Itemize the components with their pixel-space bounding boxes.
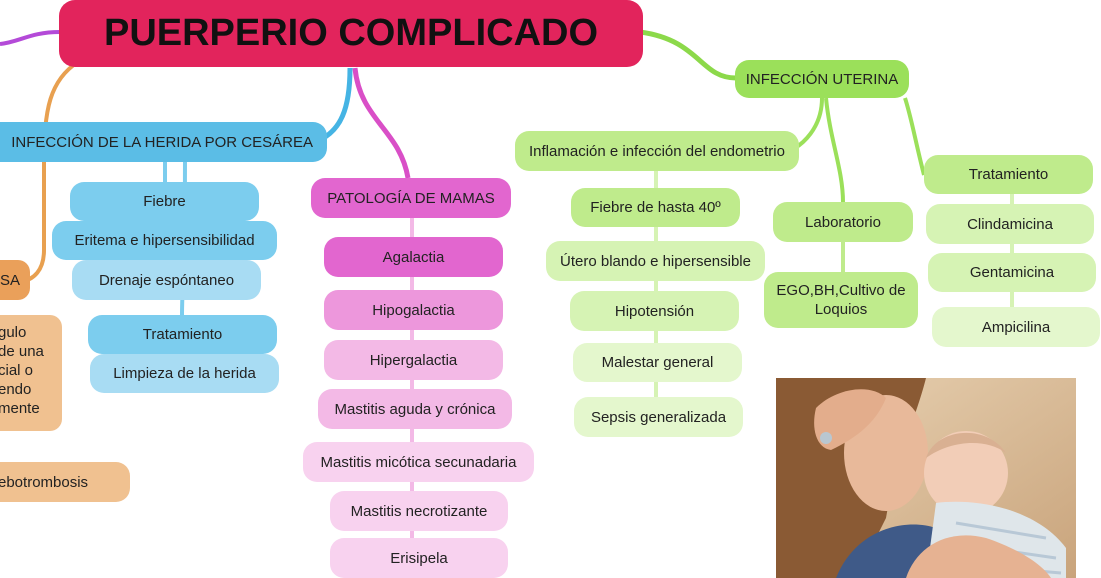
mamas-item[interactable]: Mastitis aguda y crónica (318, 389, 512, 429)
orange-note-line: endo (0, 381, 32, 398)
sintoma-item[interactable]: Útero blando e hipersensible (546, 241, 765, 281)
endometrio-node[interactable]: Inflamación e infección del endometrio (515, 131, 799, 171)
sintoma-item[interactable]: Fiebre de hasta 40º (571, 188, 740, 227)
sintoma-item[interactable]: Malestar general (573, 343, 742, 382)
mamas-item[interactable]: Mastitis necrotizante (330, 491, 508, 531)
mamas-item[interactable]: Agalactia (324, 237, 503, 277)
mamas-item[interactable]: Mastitis micótica secunadaria (303, 442, 534, 482)
laboratorio-node[interactable]: Laboratorio (773, 202, 913, 242)
orange-note-line: cial o (0, 362, 34, 379)
orange-note-node[interactable]: gulo de una cial o endo mente (0, 315, 62, 431)
mamas-item[interactable]: Erisipela (330, 538, 508, 578)
herida-item[interactable]: Fiebre (70, 182, 259, 221)
flebotrombosis-node[interactable]: ebotrombosis (0, 462, 130, 502)
herida-branch[interactable]: INFECCIÓN DE LA HERIDA POR CESÁREA (0, 122, 327, 162)
mamas-branch[interactable]: PATOLOGÍA DE MAMAS (311, 178, 511, 218)
laboratorio-item[interactable]: EGO,BH,Cultivo de Loquios (764, 272, 918, 328)
uterina-tratamiento-item[interactable]: Clindamicina (926, 204, 1094, 244)
sintoma-item[interactable]: Sepsis generalizada (574, 397, 743, 437)
herida-tratamiento[interactable]: Tratamiento (88, 315, 277, 354)
sintoma-item[interactable]: Hipotensión (570, 291, 739, 331)
page-title: PUERPERIO COMPLICADO (59, 0, 643, 67)
herida-item[interactable]: Eritema e hipersensibilidad (52, 221, 277, 260)
mamas-item[interactable]: Hipergalactia (324, 340, 503, 380)
herida-tratamiento-item[interactable]: Limpieza de la herida (90, 354, 279, 393)
uterina-tratamiento-item[interactable]: Gentamicina (928, 253, 1096, 292)
uterina-tratamiento[interactable]: Tratamiento (924, 155, 1093, 194)
orange-note-line: de una (0, 343, 44, 360)
sa-node[interactable]: SA (0, 260, 30, 300)
mother-with-baby-photo (776, 378, 1076, 578)
orange-note-line: mente (0, 400, 40, 417)
photo-illustration (776, 378, 1076, 578)
herida-item[interactable]: Drenaje espóntaneo (72, 260, 261, 300)
orange-note-line: gulo (0, 324, 27, 341)
uterina-branch[interactable]: INFECCIÓN UTERINA (735, 60, 909, 98)
uterina-tratamiento-item[interactable]: Ampicilina (932, 307, 1100, 347)
mamas-item[interactable]: Hipogalactia (324, 290, 503, 330)
